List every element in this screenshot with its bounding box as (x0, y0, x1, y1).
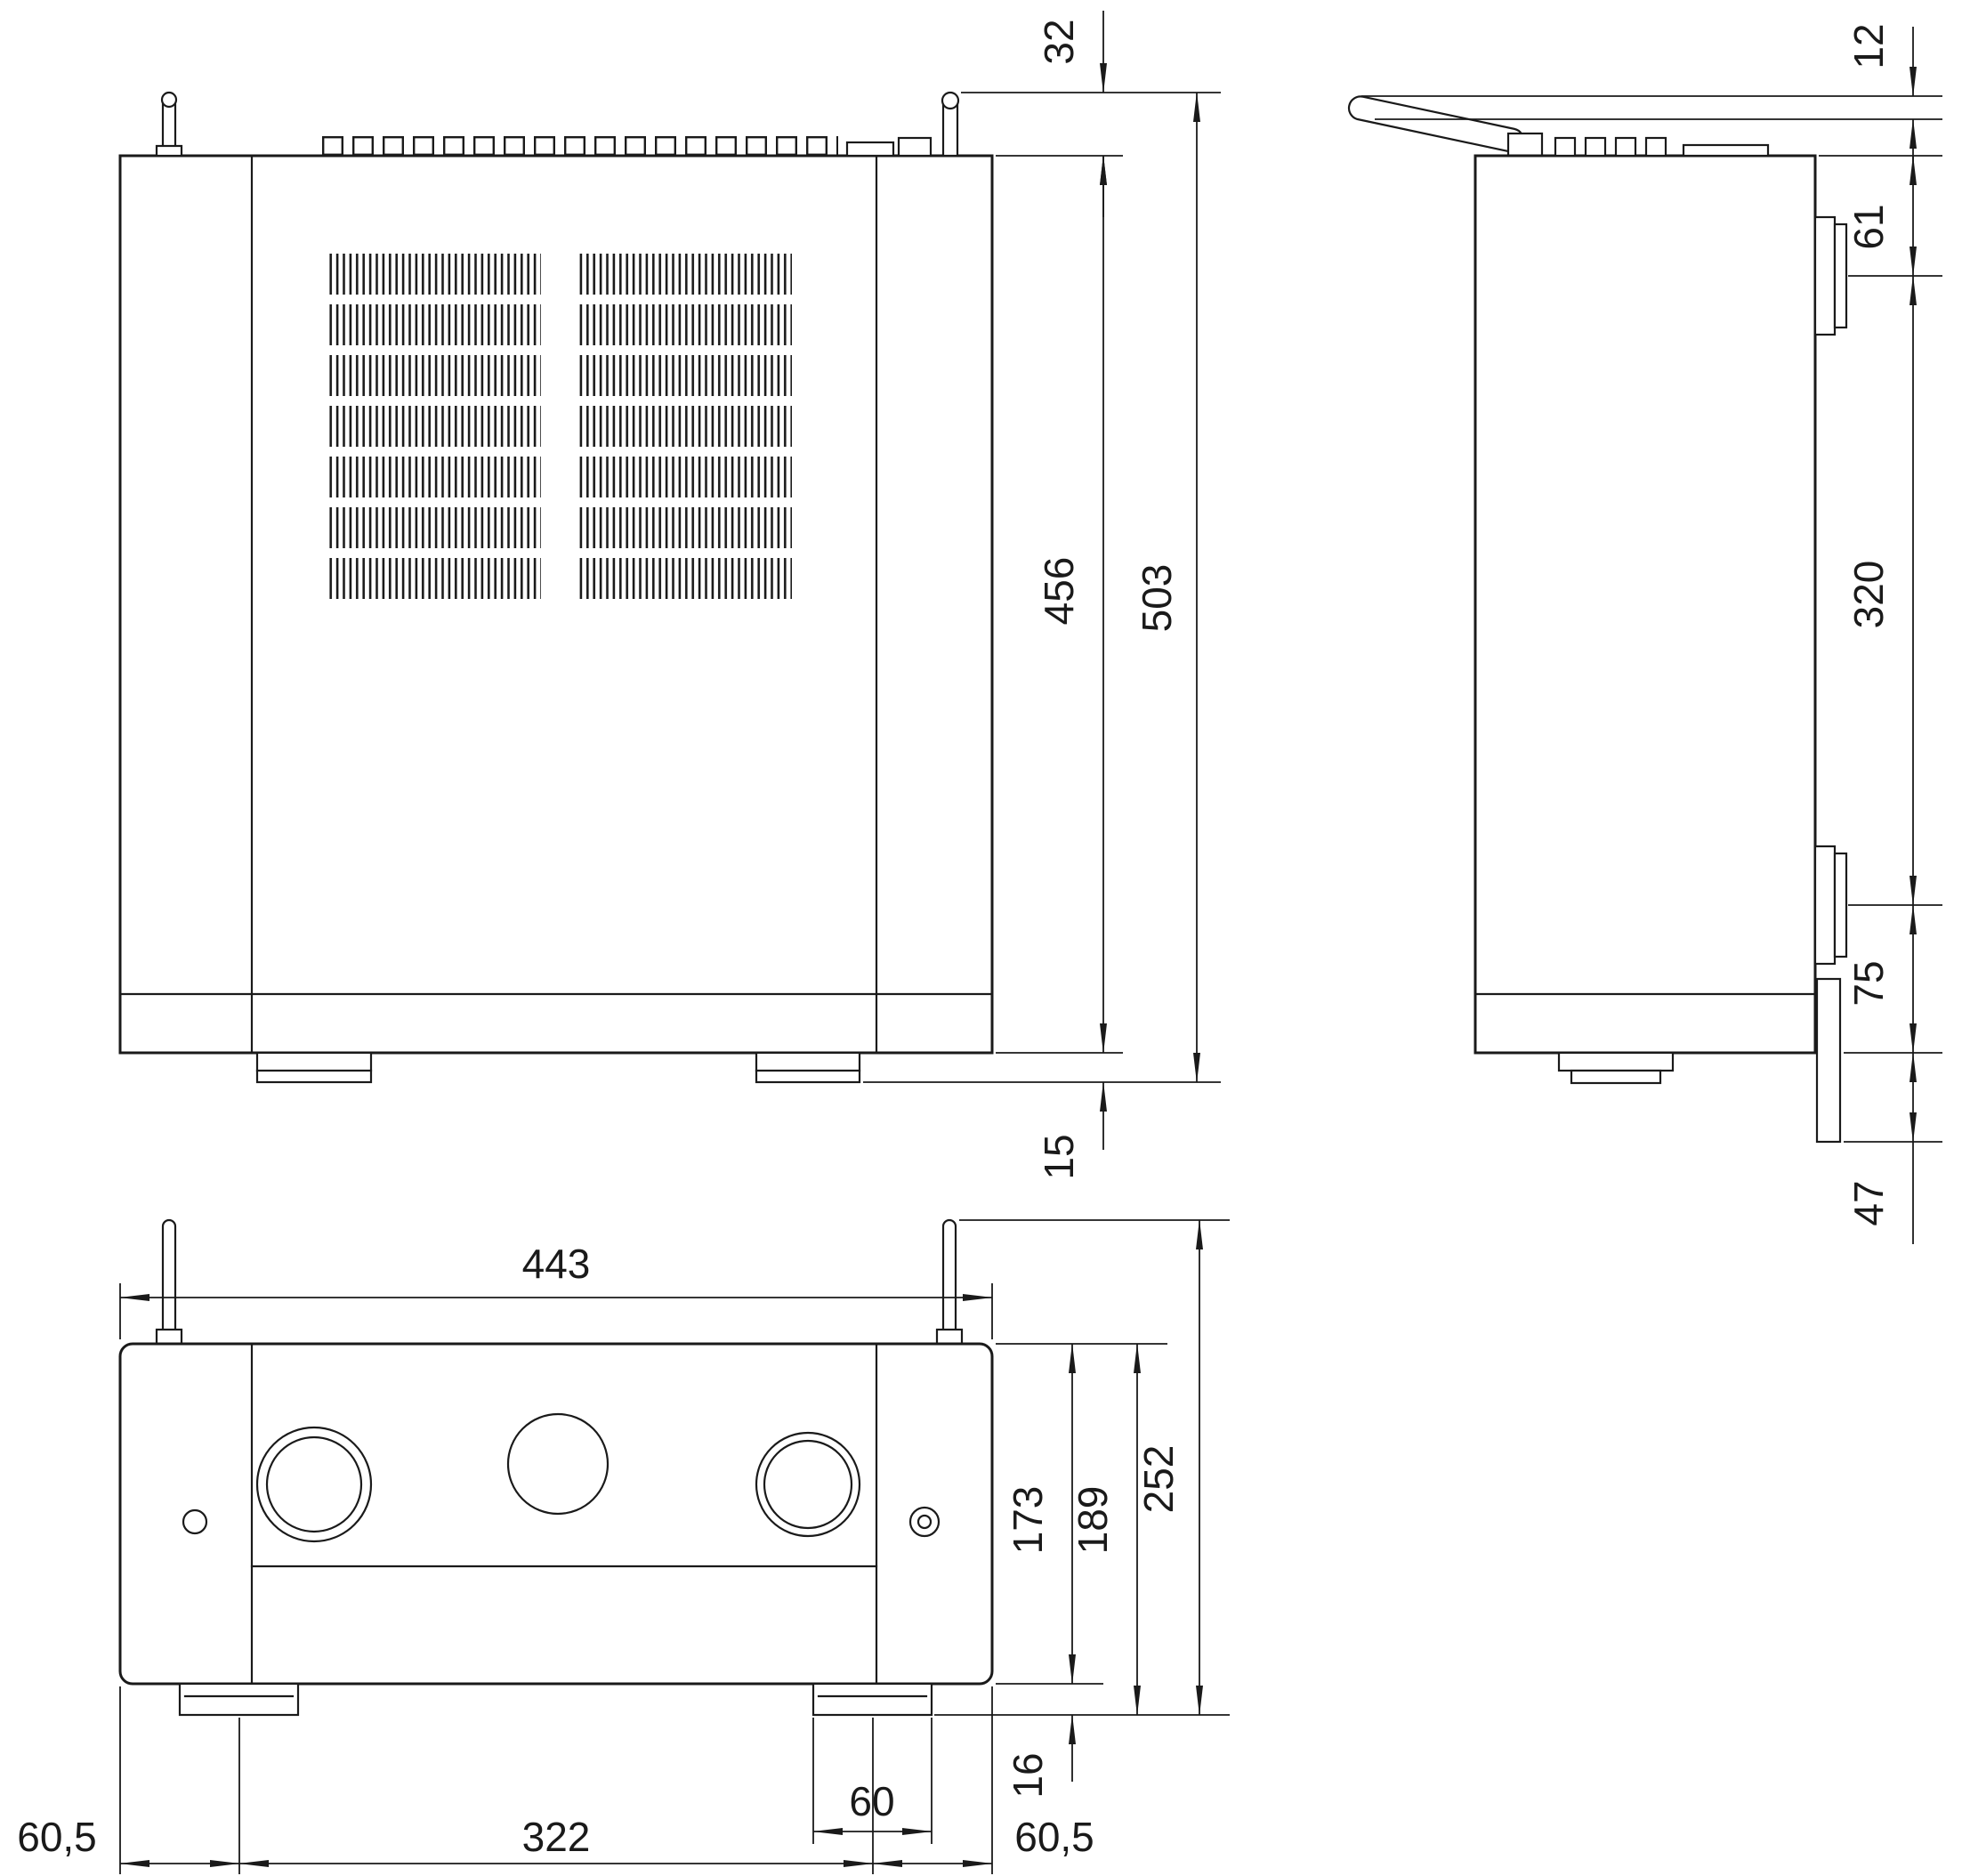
dim-label-60: 60 (849, 1778, 894, 1824)
front-foot-pad (1833, 852, 1848, 958)
dimension-antenna-thickness-12: 12 (1361, 23, 1942, 182)
top-body-outline (118, 154, 994, 1055)
rear-block-small (845, 141, 895, 158)
knob-face (1570, 1069, 1662, 1085)
dimension-height-with-feet-189: 189 (934, 1343, 1230, 1716)
dimension-width-443: 443 (119, 1241, 993, 1339)
dim-label-47: 47 (1845, 1180, 1892, 1225)
rear-connector-block (1682, 143, 1770, 158)
knob-outer-ring (755, 1431, 861, 1538)
side-body-outline (1474, 154, 1817, 1055)
left-knob-protrusion (255, 1051, 373, 1084)
antenna-right-top-view (941, 91, 960, 158)
antenna-left-tip (160, 91, 178, 109)
dimension-chassis-depth-456: 456 (1036, 155, 1107, 1054)
volume-knob (755, 1431, 861, 1538)
rear-foot-body (1813, 215, 1837, 336)
dim-label-60-5-left: 60,5 (17, 1814, 97, 1860)
front-knobs-top-view (255, 1051, 861, 1084)
power-button (182, 1508, 208, 1535)
antenna-mount-side-view (1506, 132, 1544, 158)
dim-label-443: 443 (522, 1241, 591, 1287)
knob-outer-ring (255, 1426, 373, 1543)
rear-block-antenna-mount (897, 136, 933, 158)
front-foot-body (1813, 845, 1837, 966)
dimension-foot-height-16: 16 (1005, 1714, 1076, 1799)
rear-connector-tab (1554, 136, 1577, 158)
dimension-front-overhang-47: 47 (1844, 1052, 1942, 1244)
jack-inner (916, 1514, 933, 1530)
dim-label-252: 252 (1135, 1445, 1182, 1514)
knob-inner-ring (265, 1435, 363, 1533)
knob-skirt (1557, 1051, 1675, 1072)
antenna-right-stick (941, 1218, 957, 1347)
antenna-right-base (935, 1328, 964, 1346)
dim-label-173: 173 (1005, 1486, 1051, 1555)
dim-label-189: 189 (1070, 1486, 1116, 1555)
front-view (118, 1218, 994, 1717)
dimension-overall-depth-503: 503 (863, 92, 1221, 1083)
dim-label-456: 456 (1036, 557, 1082, 626)
center-display-dial (506, 1412, 610, 1516)
top-view (118, 91, 994, 1084)
antenna-left-stick (161, 1218, 177, 1347)
dimension-foot-to-front-75: 75 (1844, 904, 1942, 1054)
vent-slots-left-icon (327, 254, 541, 599)
dimension-bottom-chain: 60,5 322 60,5 (17, 1686, 1094, 1874)
antenna-right-tip (941, 91, 960, 110)
foot-right-front-view (811, 1682, 933, 1717)
antenna-left-base (155, 144, 183, 158)
antenna-right-front-view (935, 1218, 964, 1347)
dim-label-16: 16 (1005, 1752, 1051, 1798)
dimension-knob-front-15: 15 (996, 1052, 1123, 1180)
jack-outer (908, 1506, 941, 1538)
dim-label-32: 32 (1036, 19, 1082, 64)
rear-connector-tab (1644, 136, 1667, 158)
dim-label-322: 322 (522, 1814, 591, 1860)
antenna-side-view (1347, 95, 1525, 153)
antenna-left-base (155, 1328, 183, 1346)
rear-foot-pad (1833, 222, 1848, 329)
headphone-jack (908, 1506, 941, 1538)
rear-connector-tab (1614, 136, 1637, 158)
side-view (1347, 95, 1848, 1144)
knob-side-view (1557, 1051, 1675, 1085)
antenna-left-front-view (155, 1218, 183, 1347)
dim-label-15: 15 (1036, 1134, 1082, 1179)
dim-label-12: 12 (1845, 23, 1892, 69)
dim-label-61: 61 (1845, 204, 1892, 249)
dimension-overall-height-252: 252 (959, 1219, 1230, 1716)
rear-foot-side-view (1813, 215, 1848, 336)
dimension-foot-spacing-320: 320 (1845, 275, 1942, 906)
front-foot-side-view (1813, 845, 1848, 966)
foot-body (178, 1682, 300, 1717)
dimension-rear-to-foot-61: 61 (1819, 155, 1942, 277)
dim-label-75: 75 (1845, 960, 1892, 1006)
vent-slots-right-icon (578, 254, 792, 599)
front-bottom-overhang (1815, 977, 1842, 1144)
dimension-antenna-rear-32: 32 (961, 11, 1221, 217)
dim-label-60-5-right: 60,5 (1014, 1814, 1094, 1860)
knob-inner-ring (763, 1439, 853, 1530)
dim-label-503: 503 (1134, 564, 1180, 633)
input-selector-knob (255, 1426, 373, 1543)
foot-body (811, 1682, 933, 1717)
right-knob-protrusion (755, 1051, 861, 1084)
dimension-chassis-height-173: 173 (996, 1343, 1167, 1685)
rear-connector-tab (1584, 136, 1607, 158)
foot-left-front-view (178, 1682, 300, 1717)
antenna-left-top-view (155, 91, 183, 158)
dim-label-320: 320 (1845, 561, 1892, 629)
rear-connector-strip (322, 136, 838, 156)
